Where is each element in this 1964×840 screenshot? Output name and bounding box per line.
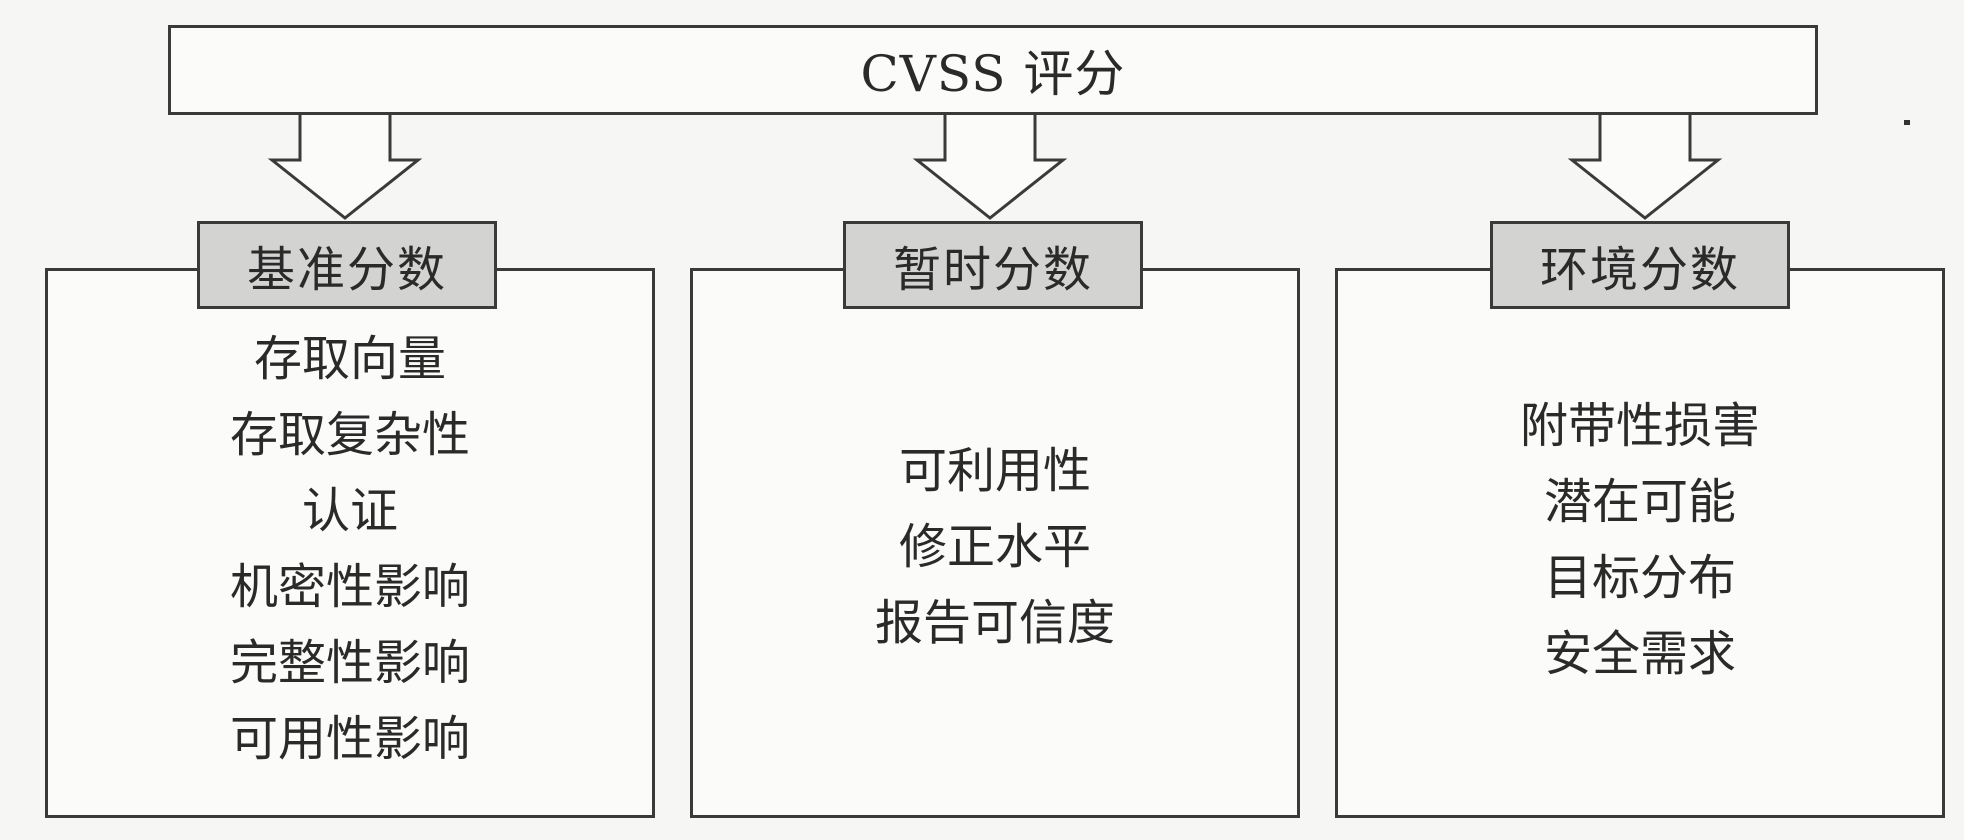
temporal-score-panel: 可利用性 修正水平 报告可信度 [690,268,1300,818]
list-item: 目标分布 [1543,550,1736,606]
list-item: 认证 [301,483,398,539]
base-score-metrics: 存取向量 存取复杂性 认证 机密性影响 完整性影响 可用性影响 [48,321,652,777]
environmental-score-metrics: 附带性损害 潜在可能 目标分布 安全需求 [1338,388,1942,692]
list-item: 可利用性 [898,443,1091,499]
list-item: 修正水平 [898,519,1091,575]
environmental-score-header: 环境分数 [1490,221,1790,309]
cvss-score-title: CVSS 评分 [860,45,1126,103]
arrow-to-environmental-score [1567,115,1723,220]
environmental-score-label: 环境分数 [1539,242,1740,298]
list-item: 附带性损害 [1519,398,1760,454]
base-score-header: 基准分数 [197,221,497,309]
temporal-score-header: 暂时分数 [843,221,1143,309]
arrow-to-temporal-score [912,115,1068,220]
list-item: 潜在可能 [1543,474,1736,530]
temporal-score-metrics: 可利用性 修正水平 报告可信度 [693,433,1297,661]
list-item: 存取复杂性 [229,407,470,463]
arrow-to-base-score [267,115,423,220]
list-item: 安全需求 [1543,626,1736,682]
base-score-panel: 存取向量 存取复杂性 认证 机密性影响 完整性影响 可用性影响 [45,268,655,818]
list-item: 报告可信度 [874,595,1115,651]
list-item: 存取向量 [253,331,446,387]
list-item: 机密性影响 [229,559,470,615]
base-score-label: 基准分数 [246,242,447,298]
environmental-score-panel: 附带性损害 潜在可能 目标分布 安全需求 [1335,268,1945,818]
temporal-score-label: 暂时分数 [892,242,1093,298]
cvss-score-box: CVSS 评分 [168,25,1818,115]
list-item: 可用性影响 [229,711,470,767]
stray-mark [1904,120,1910,125]
list-item: 完整性影响 [229,635,470,691]
